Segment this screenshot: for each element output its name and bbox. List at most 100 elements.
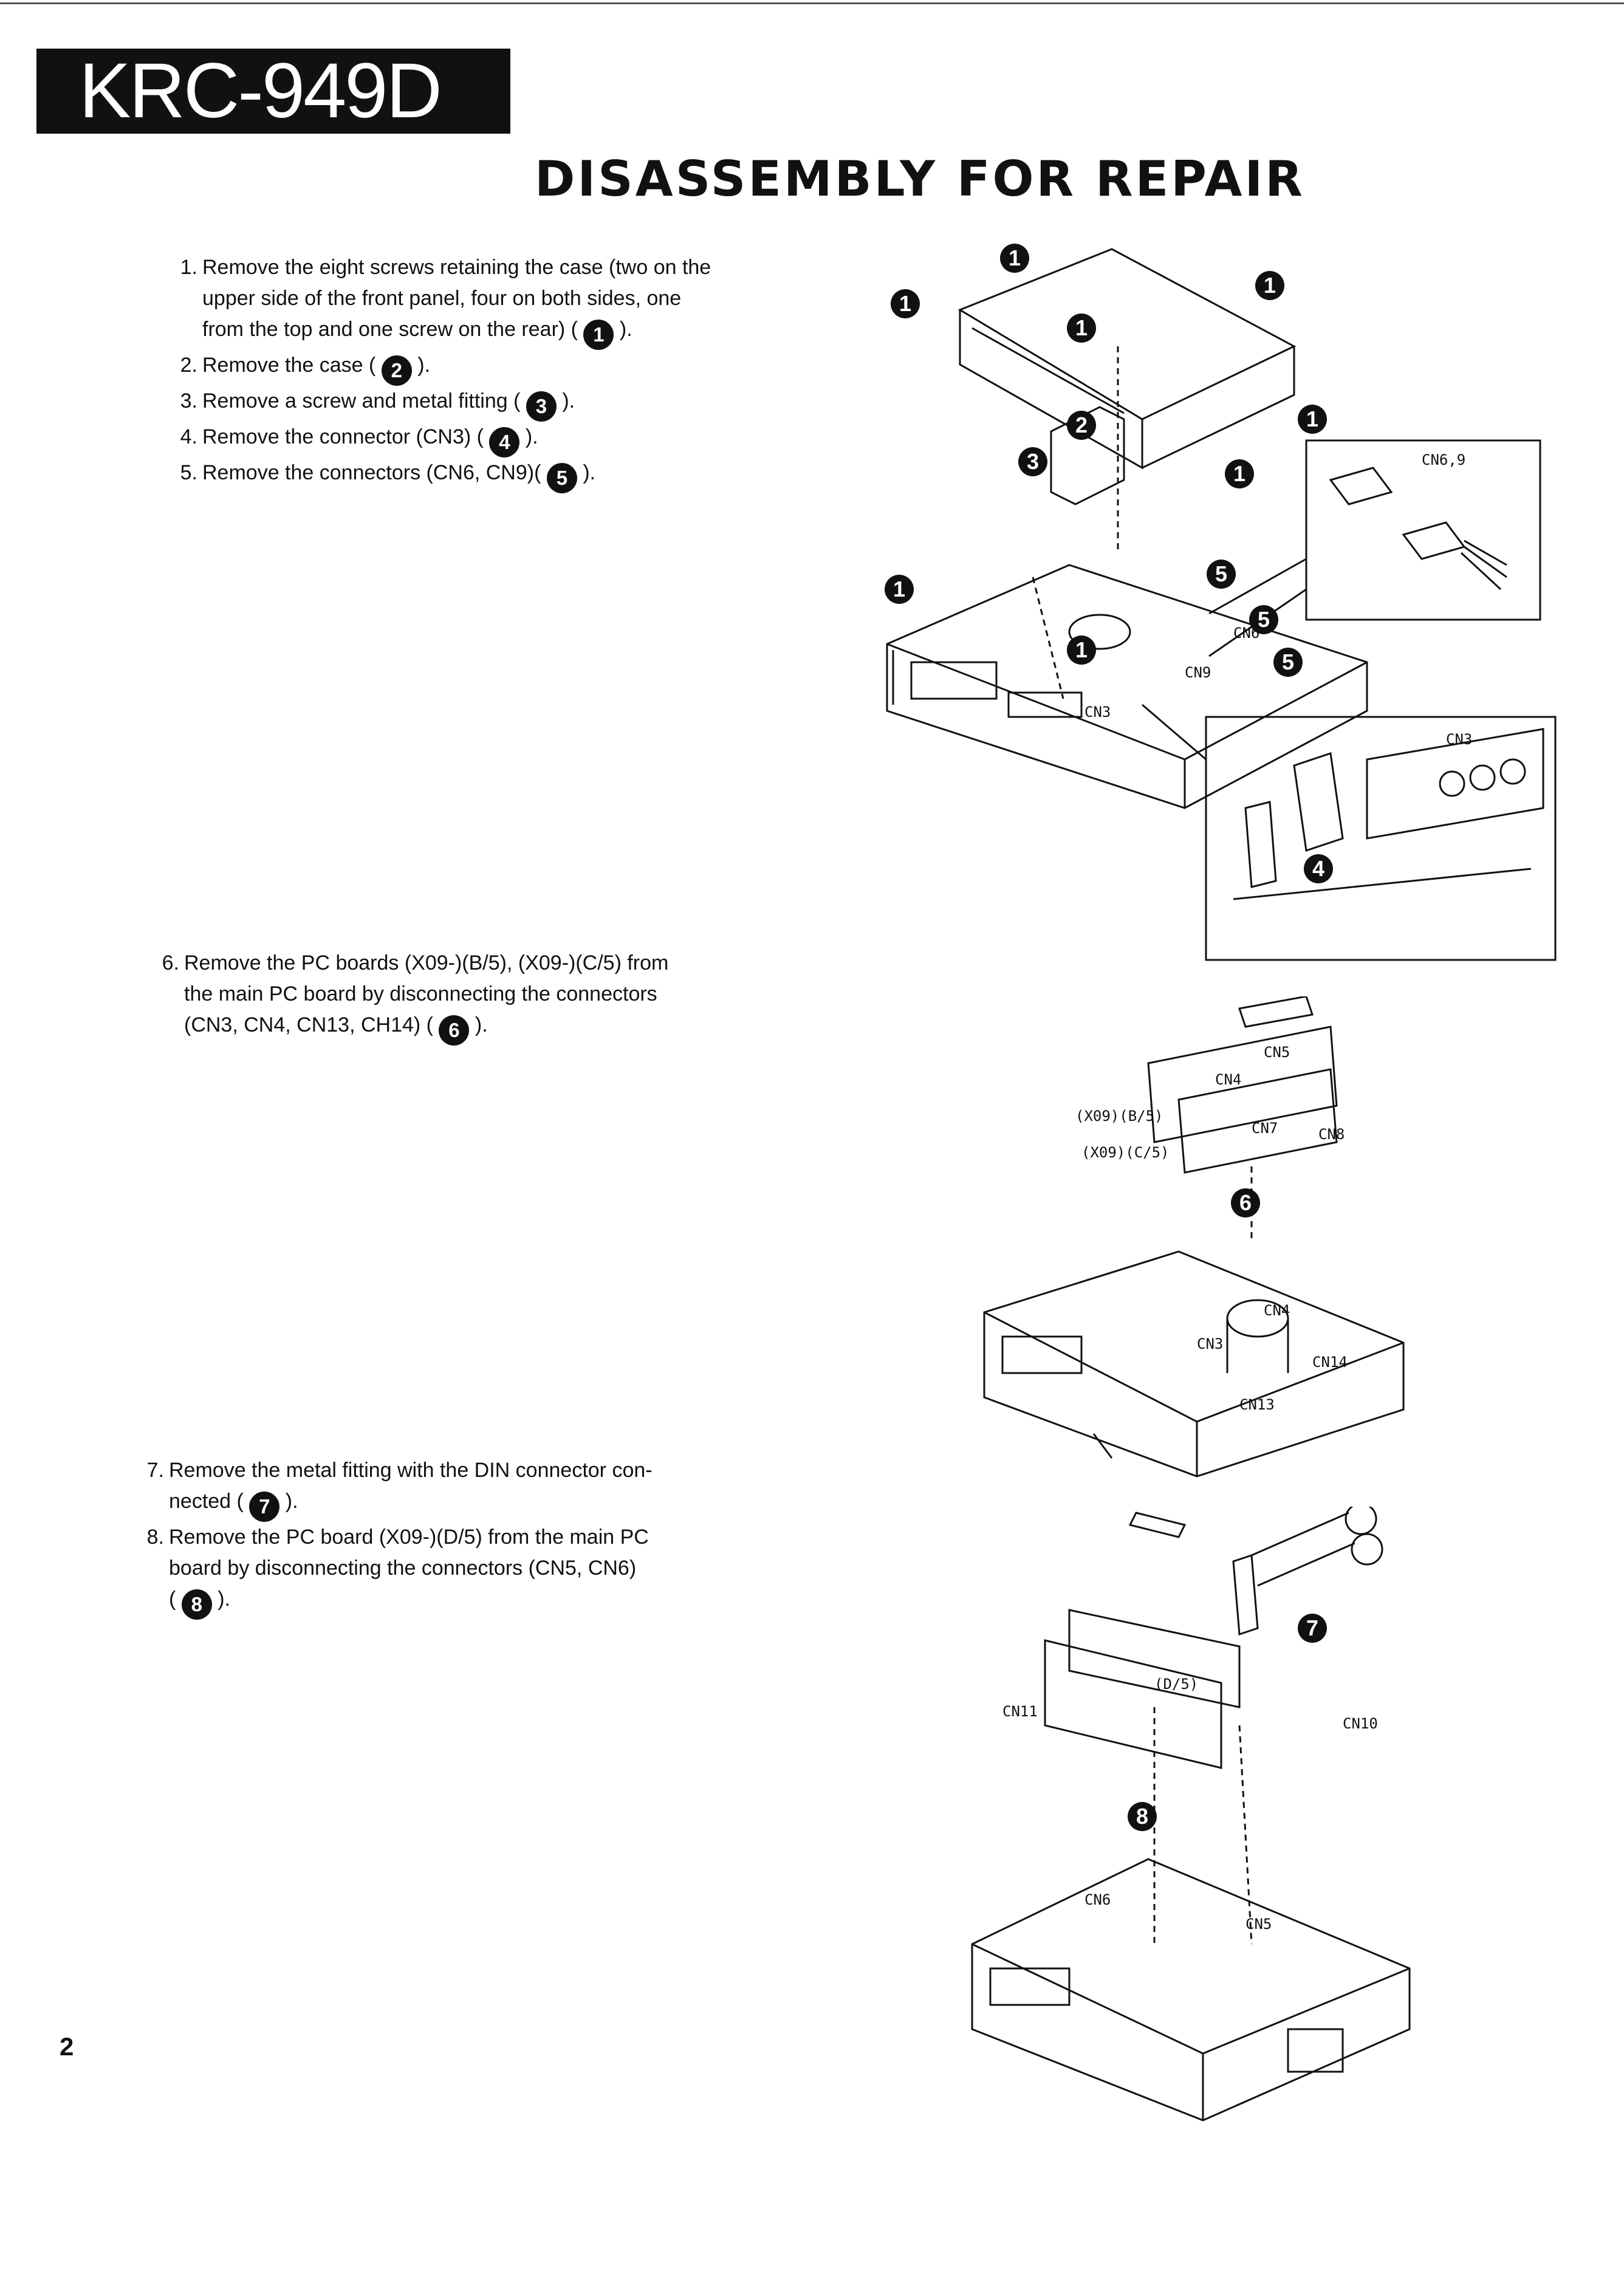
connector-label: CN4 (1264, 1302, 1290, 1319)
step-number: 7. (146, 1459, 164, 1482)
step-marker-icon: 4 (489, 427, 520, 457)
step-number: 2. (180, 354, 197, 377)
step-6: 6. Remove the PC boards (X09-)(B/5), (X0… (137, 948, 793, 1046)
svg-text:8: 8 (1136, 1804, 1148, 1829)
connector-label: CN6 (1233, 625, 1259, 642)
svg-text:1: 1 (899, 291, 911, 316)
callout-marker-1: 1 (1298, 405, 1327, 434)
step-text: (CN3, CN4, CN13, CH14) ( (184, 1013, 433, 1036)
step-8: 8. Remove the PC board (X09-)(D/5) from … (122, 1522, 778, 1620)
callout-marker-7: 7 (1298, 1614, 1327, 1643)
svg-text:5: 5 (1258, 607, 1270, 632)
step-text: Remove the case ( (202, 354, 376, 377)
step-text-end: ). (475, 1013, 488, 1036)
callout-marker-1: 1 (1067, 313, 1096, 343)
callout-marker-1: 1 (885, 575, 914, 604)
step-1: 1. Remove the eight screws retaining the… (155, 252, 811, 350)
step-text-end: ). (417, 354, 431, 377)
step-number: 5. (180, 461, 197, 484)
step-2: 2. Remove the case ( 2 ). (155, 350, 811, 386)
svg-text:2: 2 (1075, 413, 1088, 437)
callout-marker-6: 6 (1231, 1188, 1260, 1218)
callout-marker-1: 1 (1000, 244, 1029, 273)
step-marker-icon: 7 (249, 1492, 280, 1522)
svg-text:5: 5 (1282, 649, 1294, 674)
svg-text:1: 1 (893, 577, 905, 601)
connector-label: CN3 (1084, 704, 1111, 721)
step-marker-icon: 5 (546, 463, 577, 493)
step-text-end: ). (619, 318, 632, 341)
callout-marker-5: 5 (1249, 605, 1278, 634)
step-number: 3. (180, 389, 197, 413)
step-text: Remove the connector (CN3) ( (202, 425, 484, 448)
connector-label: CN8 (1318, 1126, 1345, 1143)
step-text: Remove the connectors (CN6, CN9)( (202, 461, 541, 484)
svg-text:6: 6 (1239, 1190, 1252, 1215)
connector-label: CN3 (1446, 731, 1472, 748)
step-number: 6. (162, 951, 179, 974)
svg-text:1: 1 (1075, 315, 1088, 340)
step-3: 3. Remove a screw and metal fitting ( 3 … (155, 386, 811, 422)
page-title: DISASSEMBLY FOR REPAIR (535, 151, 1305, 207)
steps-group-c: 7. Remove the metal fitting with the DIN… (122, 1455, 778, 1620)
connector-label: CN7 (1252, 1120, 1278, 1137)
svg-text:1: 1 (1009, 245, 1021, 270)
connector-label: CN10 (1343, 1715, 1378, 1732)
step-marker-icon: 2 (381, 355, 412, 386)
step-text: Remove a screw and metal fitting ( (202, 389, 521, 413)
step-text-end: ). (285, 1490, 298, 1513)
connector-label: CN14 (1312, 1354, 1348, 1371)
step-number: 8. (146, 1526, 164, 1549)
svg-text:4: 4 (1312, 856, 1324, 881)
svg-text:5: 5 (1215, 561, 1227, 586)
steps-group-b: 6. Remove the PC boards (X09-)(B/5), (X0… (137, 948, 793, 1046)
step-text: Remove the PC boards (X09-)(B/5), (X09-)… (184, 951, 669, 974)
callout-marker-8: 8 (1128, 1802, 1157, 1831)
callout-marker-1: 1 (1067, 635, 1096, 665)
step-text-end: ). (562, 389, 575, 413)
step-text: Remove the metal fitting with the DIN co… (169, 1459, 653, 1482)
step-7: 7. Remove the metal fitting with the DIN… (122, 1455, 778, 1522)
connector-label: CN13 (1239, 1396, 1275, 1413)
step-4: 4. Remove the connector (CN3) ( 4 ). (155, 422, 811, 457)
connector-label: CN5 (1264, 1044, 1290, 1061)
connector-label: CN4 (1215, 1071, 1241, 1088)
steps-group-a: 1. Remove the eight screws retaining the… (155, 252, 811, 493)
step-marker-icon: 8 (181, 1589, 212, 1620)
svg-text:1: 1 (1306, 406, 1318, 431)
step-number: 4. (180, 425, 197, 448)
step-text: ( (169, 1588, 176, 1611)
svg-text:1: 1 (1264, 273, 1276, 298)
step-text-end: ). (583, 461, 596, 484)
svg-text:3: 3 (1027, 449, 1039, 474)
connector-label: CN6 (1084, 1891, 1111, 1908)
step-number: 1. (180, 256, 197, 279)
callout-marker-3: 3 (1018, 447, 1047, 476)
callout-marker-1: 1 (891, 289, 920, 318)
step-text: Remove the eight screws retaining the ca… (202, 256, 711, 279)
step-marker-icon: 3 (526, 391, 557, 422)
top-rule (0, 2, 1624, 4)
connector-label: (X09)(C/5) (1081, 1144, 1170, 1161)
callout-marker-2: 2 (1067, 411, 1096, 440)
connector-label: CN11 (1002, 1703, 1038, 1720)
connector-label: CN5 (1245, 1916, 1272, 1933)
step-text: Remove the PC board (X09-)(D/5) from the… (169, 1526, 649, 1549)
step-marker-icon: 6 (439, 1015, 470, 1046)
connector-label: (D/5) (1154, 1676, 1198, 1693)
callout-marker-1: 1 (1225, 459, 1254, 488)
step-text: from the top and one screw on the rear) … (202, 318, 578, 341)
step-5: 5. Remove the connectors (CN6, CN9)( 5 )… (155, 457, 811, 493)
connector-label: (X09)(B/5) (1075, 1108, 1163, 1125)
connector-label: CN3 (1197, 1335, 1223, 1352)
step-text: nected ( (169, 1490, 244, 1513)
step-text: upper side of the front panel, four on b… (202, 287, 682, 310)
svg-text:1: 1 (1233, 461, 1245, 486)
callout-marker-1: 1 (1255, 271, 1284, 300)
step-text: board by disconnecting the connectors (C… (169, 1557, 637, 1580)
